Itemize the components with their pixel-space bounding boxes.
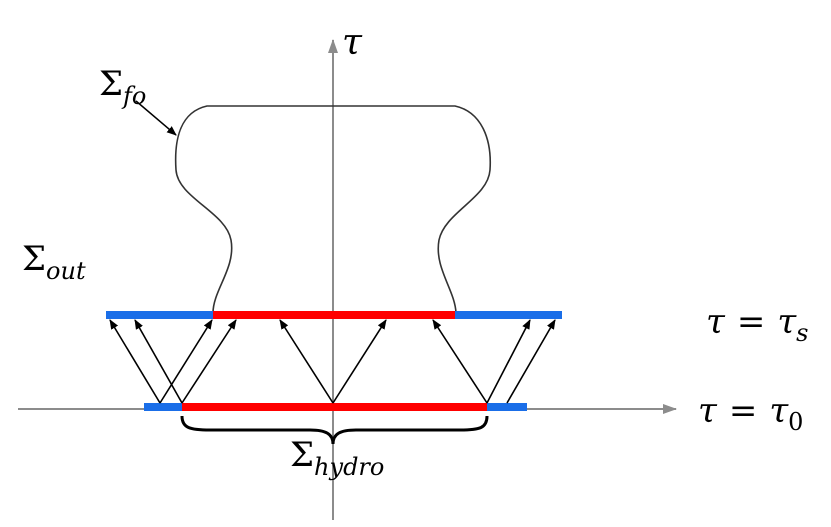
arrow-center-left — [279, 319, 334, 404]
label-tau-equals-tau-s: τ=τs — [706, 302, 808, 347]
label-sigma-out: Σout — [22, 239, 86, 285]
arrow-left-2 — [134, 319, 183, 404]
axis-label-tau: τ — [342, 22, 363, 63]
arrow-right-2 — [486, 319, 531, 404]
hydro-curly-brace — [180, 415, 489, 445]
sigma-fo-pointer-arrow — [135, 100, 177, 136]
label-tau-equals-tau-0: τ=τ0 — [698, 391, 803, 436]
freeze-out-surface-curve — [174, 105, 492, 314]
propagation-arrows — [109, 319, 556, 404]
arrow-center-right — [332, 319, 387, 404]
arrow-right-1 — [432, 319, 488, 404]
label-sigma-fo: Σfo — [99, 64, 146, 110]
arrow-right-3 — [506, 319, 556, 404]
arrow-left-4 — [181, 319, 237, 404]
arrow-left-3 — [159, 319, 213, 404]
arrow-left-1 — [109, 319, 161, 404]
label-sigma-hydro: Σhydro — [290, 435, 384, 481]
